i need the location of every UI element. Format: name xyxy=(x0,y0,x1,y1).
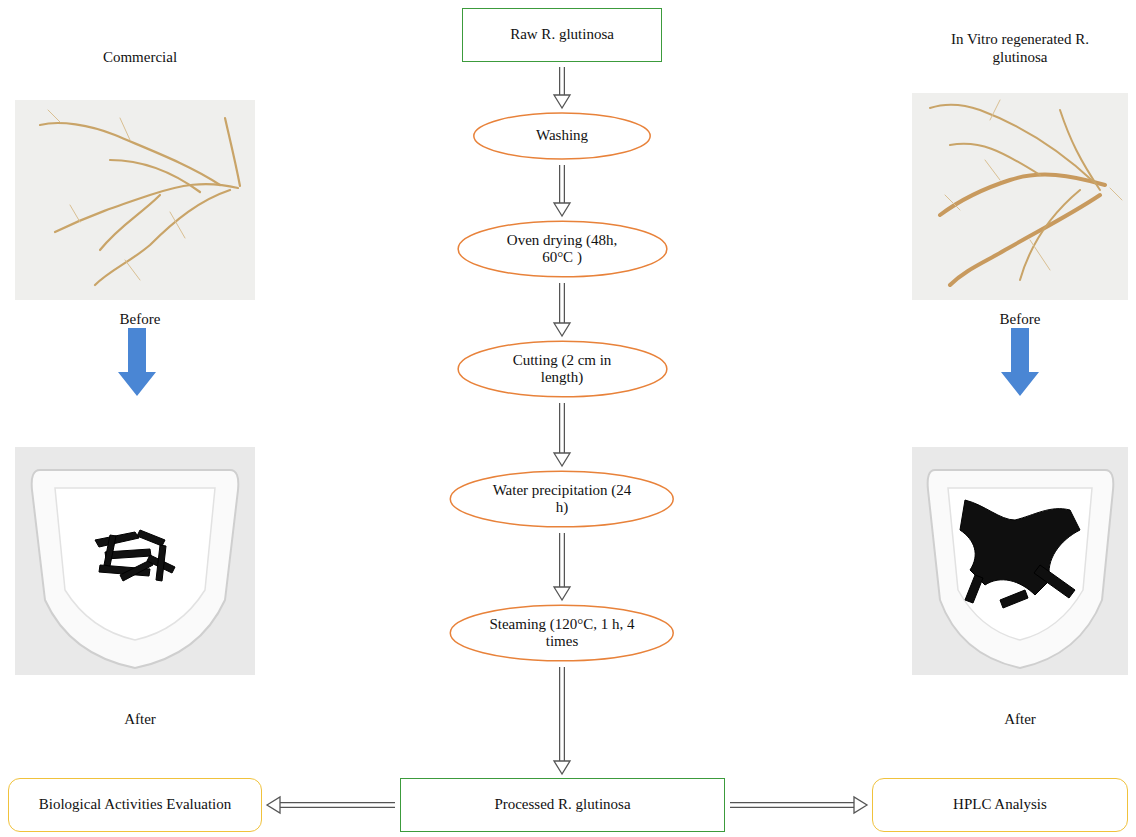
process-oval: Water precipitation (24 h) xyxy=(448,470,676,528)
node-text: HPLC Analysis xyxy=(953,796,1047,813)
arrow-head xyxy=(554,203,570,216)
flow-arrow xyxy=(554,533,570,600)
root-photo xyxy=(15,100,255,300)
arrow-head xyxy=(554,761,570,774)
flow-arrow xyxy=(554,403,570,466)
start-box: Raw R. glutinosa xyxy=(462,8,662,62)
arrow-shaft-inner xyxy=(560,403,564,454)
caption-label: In Vitro regenerated R. glutinosa xyxy=(930,30,1110,66)
arrow-shaft xyxy=(559,403,565,454)
blue-arrow xyxy=(118,328,156,396)
arrow-shaft xyxy=(559,667,565,762)
output-box: Biological Activities Evaluation xyxy=(8,778,262,832)
processed-photo xyxy=(912,447,1128,675)
arrow-shaft-inner xyxy=(560,667,564,762)
arrow-shaft-inner xyxy=(560,67,564,96)
node-text: Water precipitation (24 h) xyxy=(487,482,637,517)
node-text: Oven drying (48h, 60°C ) xyxy=(492,232,632,267)
caption-label: After xyxy=(960,710,1080,728)
process-oval: Oven drying (48h, 60°C ) xyxy=(456,220,669,278)
arrow-head xyxy=(554,587,570,600)
node-text: Steaming (120°C, 1 h, 4 times xyxy=(487,616,637,651)
arrow-shaft xyxy=(559,533,565,588)
arrow-shaft-inner xyxy=(730,803,855,807)
flow-arrow xyxy=(554,165,570,216)
arrow-shaft-inner xyxy=(560,165,564,204)
flow-arrow xyxy=(554,667,570,774)
arrow-shaft xyxy=(559,283,565,324)
flow-arrow xyxy=(554,67,570,108)
arrow-shaft-inner xyxy=(560,533,564,588)
flow-arrow xyxy=(554,283,570,336)
node-text: Washing xyxy=(536,127,588,144)
process-oval: Steaming (120°C, 1 h, 4 times xyxy=(448,604,676,662)
result-box: Processed R. glutinosa xyxy=(400,778,725,832)
arrow-head xyxy=(267,797,280,813)
node-text: Processed R. glutinosa xyxy=(494,796,630,813)
arrow-head xyxy=(554,323,570,336)
arrow-shaft xyxy=(559,165,565,204)
flow-arrow xyxy=(267,797,395,813)
root-photo xyxy=(912,93,1128,300)
caption-label: Commercial xyxy=(60,48,220,66)
process-oval: Cutting (2 cm in length) xyxy=(456,340,669,398)
arrow-shaft-inner xyxy=(279,803,395,807)
caption-label: Before xyxy=(960,310,1080,328)
arrow-shaft xyxy=(730,802,855,808)
node-text: Raw R. glutinosa xyxy=(510,26,614,43)
arrow-shaft-inner xyxy=(560,283,564,324)
output-box: HPLC Analysis xyxy=(872,778,1128,832)
caption-label: After xyxy=(80,710,200,728)
arrow-head xyxy=(854,797,867,813)
processed-photo xyxy=(15,447,255,675)
node-text: Biological Activities Evaluation xyxy=(39,796,231,813)
flow-arrow xyxy=(730,797,867,813)
process-oval: Washing xyxy=(472,112,652,160)
blue-arrow xyxy=(1001,328,1039,396)
arrow-shaft xyxy=(279,802,395,808)
arrow-head xyxy=(554,95,570,108)
node-text: Cutting (2 cm in length) xyxy=(492,352,632,387)
arrow-head xyxy=(554,453,570,466)
caption-label: Before xyxy=(80,310,200,328)
arrow-shaft xyxy=(559,67,565,96)
